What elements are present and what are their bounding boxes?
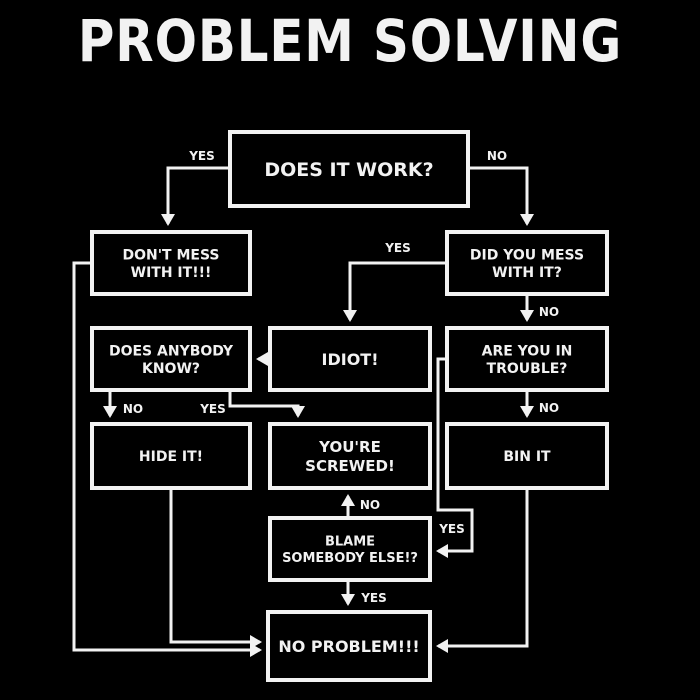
node-did-you-mess-text-1: DID YOU MESS (470, 247, 584, 263)
node-no-problem-box (266, 610, 432, 682)
edge-work-no-arrowhead (520, 214, 534, 226)
node-bin-it: BIN IT (445, 422, 609, 490)
edge-blame-yes (341, 580, 355, 606)
label-mess-yes: YES (384, 241, 411, 255)
edge-trouble-no (520, 390, 534, 418)
node-youre-screwed-box (268, 422, 432, 490)
node-does-anybody-know-box (90, 326, 252, 392)
edge-hide-noproblem-line (169, 488, 260, 644)
node-does-it-work-text-1: DOES IT WORK? (264, 159, 433, 181)
node-are-you-in-trouble-box (445, 326, 609, 392)
edge-dontmess-noproblem-line (72, 261, 260, 652)
edge-bin-noproblem (436, 488, 529, 653)
edge-mess-no-arrowhead (520, 310, 534, 322)
label-trouble-no: NO (539, 401, 559, 415)
edge-mess-no (520, 294, 534, 322)
node-hide-it-box (90, 422, 252, 490)
edge-know-no-arrowhead (103, 406, 117, 418)
label-know-yes: YES (199, 402, 226, 416)
node-blame-text-2: SOMEBODY ELSE!? (282, 551, 418, 566)
edge-work-yes (161, 166, 230, 226)
edge-trouble-yes-line (436, 357, 474, 553)
edge-work-no (468, 166, 534, 226)
node-youre-screwed-text-2: SCREWED! (305, 457, 395, 475)
node-did-you-mess: DID YOU MESS WITH IT? (445, 230, 609, 296)
node-hide-it-text-1: HIDE IT! (139, 449, 203, 465)
edge-work-yes-line (166, 166, 230, 224)
label-mess-no: NO (539, 305, 559, 319)
edge-trouble-yes-arrowhead (436, 544, 448, 558)
label-trouble-yes: YES (438, 522, 465, 536)
node-blame-text-1: BLAME (325, 535, 375, 550)
edge-mess-yes-arrowhead (343, 310, 357, 322)
node-blame-box (268, 516, 432, 582)
edge-blame-no (341, 494, 355, 518)
page-title: PROBLEM SOLVING (77, 7, 623, 75)
edge-mess-yes (343, 261, 447, 322)
edge-trouble-yes (436, 357, 474, 558)
node-does-it-work-box (228, 130, 470, 208)
node-dont-mess-text-2: WITH IT!!! (131, 265, 212, 281)
node-youre-screwed-text-1: YOU'RE (318, 438, 381, 456)
node-dont-mess-text-1: DON'T MESS (123, 247, 220, 263)
node-did-you-mess-box (445, 230, 609, 296)
edge-idiot-know (256, 352, 270, 366)
label-work-no: NO (487, 149, 507, 163)
node-bin-it-text-1: BIN IT (503, 449, 551, 465)
node-does-anybody-know-text-2: KNOW? (142, 361, 200, 377)
node-dont-mess-box (90, 230, 252, 296)
node-idiot-box (268, 326, 432, 392)
node-does-anybody-know-text-1: DOES ANYBODY (109, 343, 234, 359)
node-are-you-in-trouble-text-2: TROUBLE? (487, 361, 568, 377)
node-hide-it: HIDE IT! (90, 422, 252, 490)
edge-hide-noproblem-arrowhead (250, 635, 262, 649)
node-bin-it-box (445, 422, 609, 490)
node-no-problem-text-1: NO PROBLEM!!! (278, 637, 419, 656)
label-blame-no: NO (360, 498, 380, 512)
edge-trouble-no-arrowhead (520, 406, 534, 418)
edge-work-yes-arrowhead (161, 214, 175, 226)
node-idiot: IDIOT! (268, 326, 432, 392)
edge-idiot-know-arrowhead (256, 352, 268, 366)
node-does-anybody-know: DOES ANYBODY KNOW? (90, 326, 252, 392)
node-does-it-work: DOES IT WORK? (228, 130, 470, 208)
label-blame-yes: YES (360, 591, 387, 605)
label-work-yes: YES (188, 149, 215, 163)
node-are-you-in-trouble: ARE YOU IN TROUBLE? (445, 326, 609, 392)
label-know-no: NO (123, 402, 143, 416)
edge-know-yes-line (228, 390, 300, 416)
node-are-you-in-trouble-text-1: ARE YOU IN (482, 343, 573, 359)
node-did-you-mess-text-2: WITH IT? (492, 265, 562, 281)
edge-bin-noproblem-arrowhead (436, 639, 448, 653)
edge-know-no (103, 390, 117, 418)
edge-bin-noproblem-line (438, 488, 529, 648)
node-idiot-text-1: IDIOT! (322, 350, 379, 369)
node-dont-mess: DON'T MESS WITH IT!!! (90, 230, 252, 296)
edge-mess-yes-line (348, 261, 447, 320)
edge-know-yes-arrowhead (291, 406, 305, 418)
edge-work-no-line (468, 166, 529, 224)
edge-hide-noproblem (169, 488, 262, 649)
node-no-problem: NO PROBLEM!!! (266, 610, 432, 682)
edge-know-yes (228, 390, 305, 418)
edge-blame-yes-arrowhead (341, 594, 355, 606)
edge-blame-no-arrowhead (341, 494, 355, 506)
